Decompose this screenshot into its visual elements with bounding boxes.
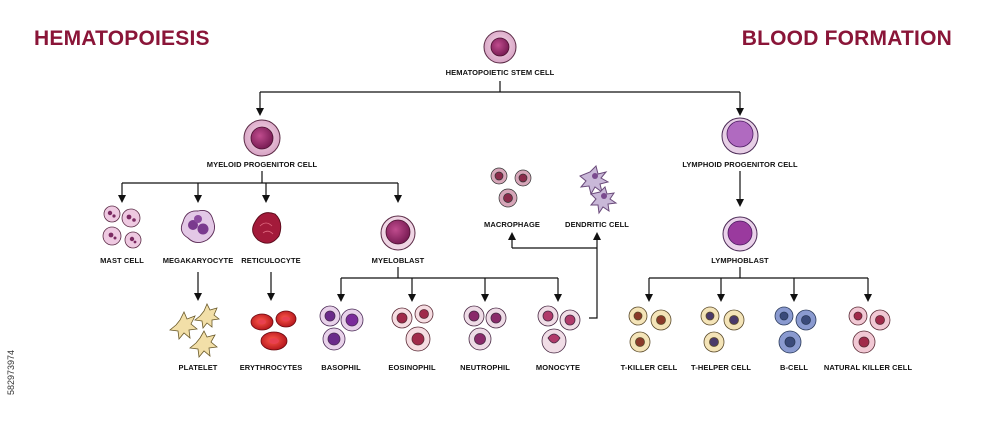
label-macrophage: MACROPHAGE [483,220,541,229]
lymphoblast-icon [722,216,758,252]
eosinophil-icon [391,304,434,352]
erythrocytes-icon [250,310,297,351]
label-t-helper-cell: T-HELPER CELL [690,363,752,372]
label-monocyte: MONOCYTE [535,363,581,372]
macrophage-icon [490,167,532,208]
monocyte-up [589,248,598,319]
neutrophil-icon [463,305,507,351]
myeloblast-icon [380,215,416,251]
label-lymphoid-progenitor: LYMPHOID PROGENITOR CELL [682,160,798,169]
title-blood-formation: BLOOD FORMATION [741,27,952,50]
title-hematopoiesis: HEMATOPOIESIS [34,27,210,50]
stem-cell-icon [483,30,517,64]
label-megakaryocyte: MEGAKARYOCYTE [162,256,234,265]
label-eosinophil: EOSINOPHIL [388,363,436,372]
label-b-cell: B-CELL [779,363,809,372]
label-mast-cell: MAST CELL [100,256,144,265]
natural-killer-cell-icon [848,306,891,354]
reticulocyte-icon [252,212,282,244]
label-neutrophil: NEUTROPHIL [460,363,510,372]
basophil-icon [319,305,364,351]
platelet-icon [169,303,220,358]
label-stem-cell: HEMATOPOIETIC STEM CELL [445,68,555,77]
dendritic-cell-icon [579,165,618,215]
label-erythrocytes: ERYTHROCYTES [239,363,303,372]
mast-cell-icon [102,205,142,249]
megakaryocyte-icon [180,209,215,243]
lymphoid-progenitor-icon [721,117,759,155]
label-reticulocyte: RETICULOCYTE [241,256,301,265]
monocyte-icon [537,305,581,354]
label-natural-killer-cell: NATURAL KILLER CELL [823,363,913,372]
label-platelet: PLATELET [178,363,218,372]
stock-id: 582973974 [6,349,16,395]
label-t-killer-cell: T-KILLER CELL [620,363,678,372]
label-lymphoblast: LYMPHOBLAST [711,256,769,265]
label-myeloblast: MYELOBLAST [371,256,425,265]
b-cell-icon [774,306,817,354]
connectors [118,81,872,319]
label-basophil: BASOPHIL [321,363,361,372]
label-dendritic-cell: DENDRITIC CELL [565,220,629,229]
t-killer-cell-icon [628,306,672,353]
myeloid-progenitor-icon [243,119,281,157]
label-myeloid-progenitor: MYELOID PROGENITOR CELL [206,160,318,169]
t-helper-cell-icon [700,306,745,353]
